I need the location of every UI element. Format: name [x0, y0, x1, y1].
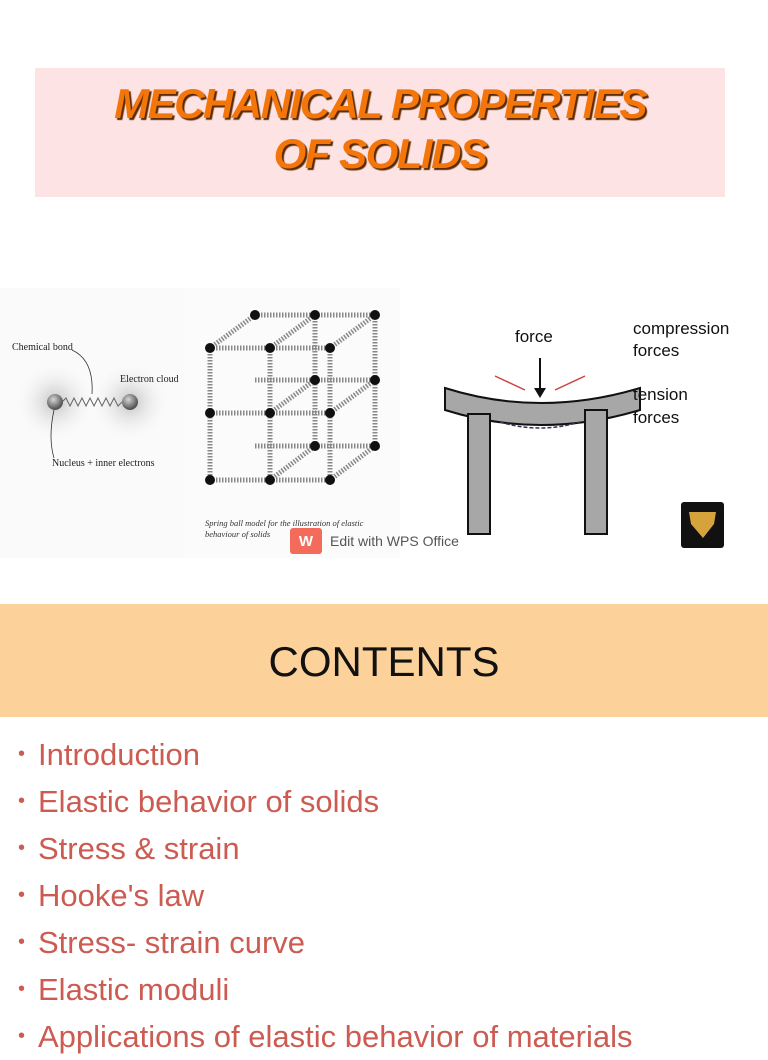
- title-line-2: OF SOLIDS: [273, 130, 488, 177]
- tension-label-2: forces: [633, 408, 680, 427]
- beam-drawing: [444, 358, 641, 535]
- wps-edit-badge[interactable]: W Edit with WPS Office: [290, 528, 459, 554]
- list-item: •Applications of elastic behavior of mat…: [18, 1013, 758, 1060]
- bullet-icon: •: [18, 1025, 26, 1047]
- wps-label: Edit with WPS Office: [330, 533, 459, 549]
- lattice-drawing: [205, 310, 380, 485]
- beam-bending-diagram: force compression forces tension forces: [440, 318, 752, 548]
- chemical-bond-drawing: [13, 349, 172, 459]
- tension-label-1: tension: [633, 385, 688, 404]
- bullet-icon: •: [18, 790, 26, 812]
- bullet-icon: •: [18, 931, 26, 953]
- list-item: •Hooke's law: [18, 872, 758, 919]
- chemical-bond-label: Chemical bond: [12, 342, 73, 353]
- chemical-bond-diagram: Chemical bond Electron cloud Nucleus + i…: [0, 288, 185, 558]
- list-item: •Introduction: [18, 731, 758, 778]
- spring-ball-lattice-diagram: Spring ball model for the illustration o…: [185, 288, 400, 558]
- lattice-caption: Spring ball model for the illustration o…: [205, 518, 364, 539]
- title-line-1: MECHANICAL PROPERTIES: [114, 80, 647, 127]
- contents-banner: CONTENTS: [0, 604, 768, 717]
- contents-list: •Introduction •Elastic behavior of solid…: [18, 731, 758, 1060]
- figure-strip: Chemical bond Electron cloud Nucleus + i…: [0, 288, 768, 558]
- list-item: •Elastic moduli: [18, 966, 758, 1013]
- wps-logo-icon: W: [290, 528, 322, 554]
- compression-label-2: forces: [633, 341, 680, 360]
- list-item: •Stress & strain: [18, 825, 758, 872]
- title-banner: MECHANICAL PROPERTIES OF SOLIDS: [35, 68, 725, 197]
- bullet-icon: •: [18, 978, 26, 1000]
- bullet-icon: •: [18, 884, 26, 906]
- bullet-icon: •: [18, 837, 26, 859]
- force-label: force: [515, 327, 553, 346]
- brand-logo-icon: [681, 502, 724, 548]
- list-item: •Stress- strain curve: [18, 919, 758, 966]
- compression-label-1: compression: [633, 319, 730, 338]
- nucleus-label: Nucleus + inner electrons: [52, 458, 155, 469]
- list-item: •Elastic behavior of solids: [18, 778, 758, 825]
- electron-cloud-label: Electron cloud: [120, 374, 179, 385]
- bullet-icon: •: [18, 743, 26, 765]
- contents-heading: CONTENTS: [268, 638, 500, 685]
